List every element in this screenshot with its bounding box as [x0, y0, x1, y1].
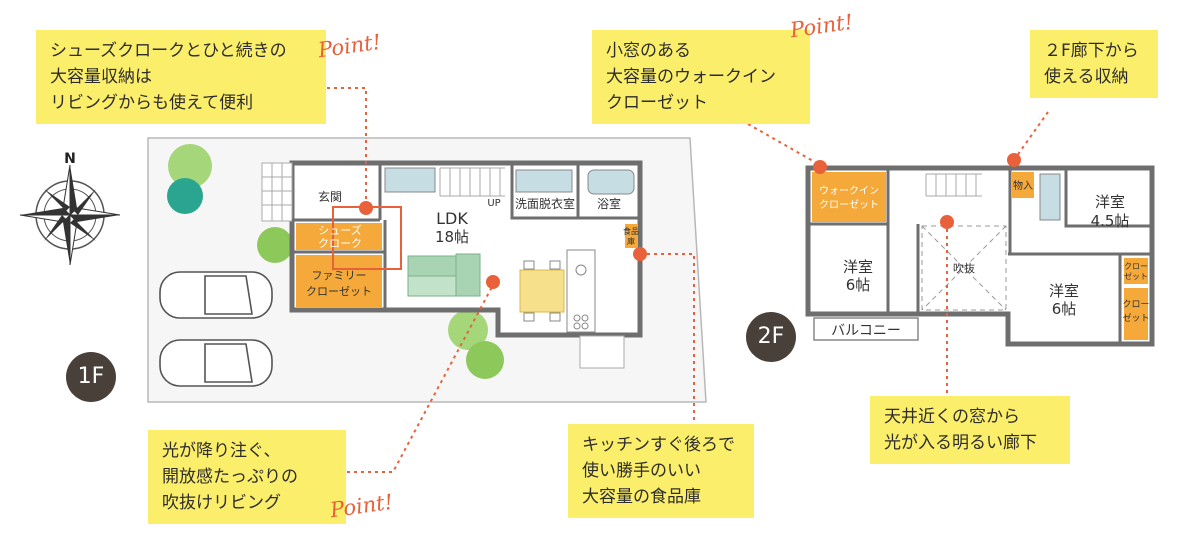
label-shoes-2: クローク	[318, 237, 362, 250]
callout-line: 吹抜けリビング	[162, 493, 281, 513]
label-shoes-1: シューズ	[318, 223, 361, 237]
bathtub	[587, 169, 635, 195]
label-yokushitsu: 浴室	[597, 196, 621, 211]
label-shokuhin-1: 食品	[623, 226, 639, 236]
pantry-fill	[625, 224, 638, 248]
terrace-1f	[579, 335, 625, 369]
label-closet-vert-1: クロー	[1122, 299, 1149, 310]
interior-walls-1f	[292, 163, 640, 310]
walkin-closet-fill	[812, 172, 886, 222]
balcony-outline	[813, 317, 919, 341]
closet-small-fill	[1124, 258, 1148, 284]
callout-line: 使い勝手のいい	[582, 461, 701, 481]
label-balcony: バルコニー	[831, 323, 901, 339]
callout-line: 小窓のある	[606, 41, 691, 61]
label-yoshitsu2-size: 6帖	[846, 276, 871, 294]
label-family-1: ファミリー	[312, 269, 367, 282]
shoes-cloak-fill	[296, 223, 382, 250]
label-walkin-1: ウォークイン	[819, 185, 879, 197]
label-fukinuke: 吹抜	[953, 261, 975, 275]
label-yoshitsu1-size: 4.5帖	[1091, 212, 1130, 230]
label-closet-vert-2: ゼット	[1122, 312, 1149, 324]
label-yoshitsu2: 洋室	[843, 258, 873, 276]
label-senmen: 洗面脱衣室	[515, 196, 575, 211]
callout-living: 光が降り注ぐ、 開放感たっぷりの 吹抜けリビング	[148, 430, 346, 524]
label-yoshitsu1: 洋室	[1095, 193, 1125, 211]
leader-dots	[359, 153, 1021, 289]
label-shokuhin-2: 庫	[627, 236, 635, 246]
callout-line: 大容量の食品庫	[582, 487, 701, 507]
label-ldk-size: 18帖	[435, 228, 469, 246]
callout-line: クローゼット	[606, 93, 708, 113]
label-family-2: クローゼット	[306, 285, 372, 298]
label-up: UP	[487, 198, 500, 209]
compass-icon: N	[19, 151, 121, 266]
compass-north-label: N	[64, 151, 76, 167]
callout-corridor: 天井近くの窓から 光が入る明るい廊下	[870, 396, 1070, 464]
leader-lines	[327, 87, 1049, 473]
callout-line: 開放感たっぷりの	[162, 467, 298, 487]
stairs-2f	[925, 173, 982, 197]
stairs-1f	[439, 167, 505, 197]
callout-line: 光が降り注ぐ、	[162, 441, 281, 461]
label-walkin-2: クローゼット	[819, 199, 879, 211]
washroom-fixture	[515, 169, 573, 193]
callout-line: シューズクロークとひと続きの	[50, 41, 287, 61]
toilet-1f	[384, 167, 436, 193]
tree-icon	[167, 144, 504, 379]
car-icon	[159, 271, 273, 387]
callout-line: リビングからも使えて便利	[50, 93, 254, 113]
dining-table	[519, 269, 565, 313]
sofa	[407, 253, 481, 297]
callout-line: 大容量収納は	[50, 67, 152, 87]
void-area	[921, 225, 1007, 311]
kitchen-counter	[566, 249, 596, 333]
label-monoire: 物入	[1013, 179, 1033, 192]
label-closet-small-1: クロー	[1124, 262, 1148, 271]
porch-grid	[261, 162, 293, 222]
interior-walls-2f	[808, 168, 1152, 344]
storage-fill	[1012, 172, 1034, 198]
callout-line: 使える収納	[1044, 67, 1129, 87]
label-closet-small-2: ゼット	[1124, 271, 1148, 281]
toilet-2f	[1039, 173, 1061, 221]
label-yoshitsu3: 洋室	[1049, 282, 1079, 300]
label-yoshitsu3-size: 6帖	[1052, 300, 1077, 318]
family-closet-fill	[296, 255, 382, 307]
callout-line: 光が入る明るい廊下	[884, 433, 1037, 453]
floor-2f-badge: 2F	[746, 312, 796, 362]
closet-vert-fill	[1124, 288, 1148, 340]
callout-shoes: シューズクロークとひと続きの 大容量収納は リビングからも使えて便利	[36, 30, 326, 124]
callout-line: 天井近くの窓から	[884, 407, 1020, 427]
callout-line: キッチンすぐ後ろで	[582, 435, 735, 455]
callout-walkin: 小窓のある 大容量のウォークイン クローゼット	[592, 30, 810, 124]
callout-kitchen: キッチンすぐ後ろで 使い勝手のいい 大容量の食品庫	[568, 424, 754, 518]
callout-hallway-2f: ２F廊下から 使える収納	[1030, 30, 1158, 98]
callout-line: 大容量のウォークイン	[606, 67, 776, 87]
label-ldk: LDK	[436, 209, 468, 228]
floor-1f-badge: 1F	[66, 352, 116, 402]
label-genkan: 玄関	[318, 189, 342, 204]
callout-line: ２F廊下から	[1044, 41, 1139, 61]
dining-chairs	[523, 260, 561, 322]
